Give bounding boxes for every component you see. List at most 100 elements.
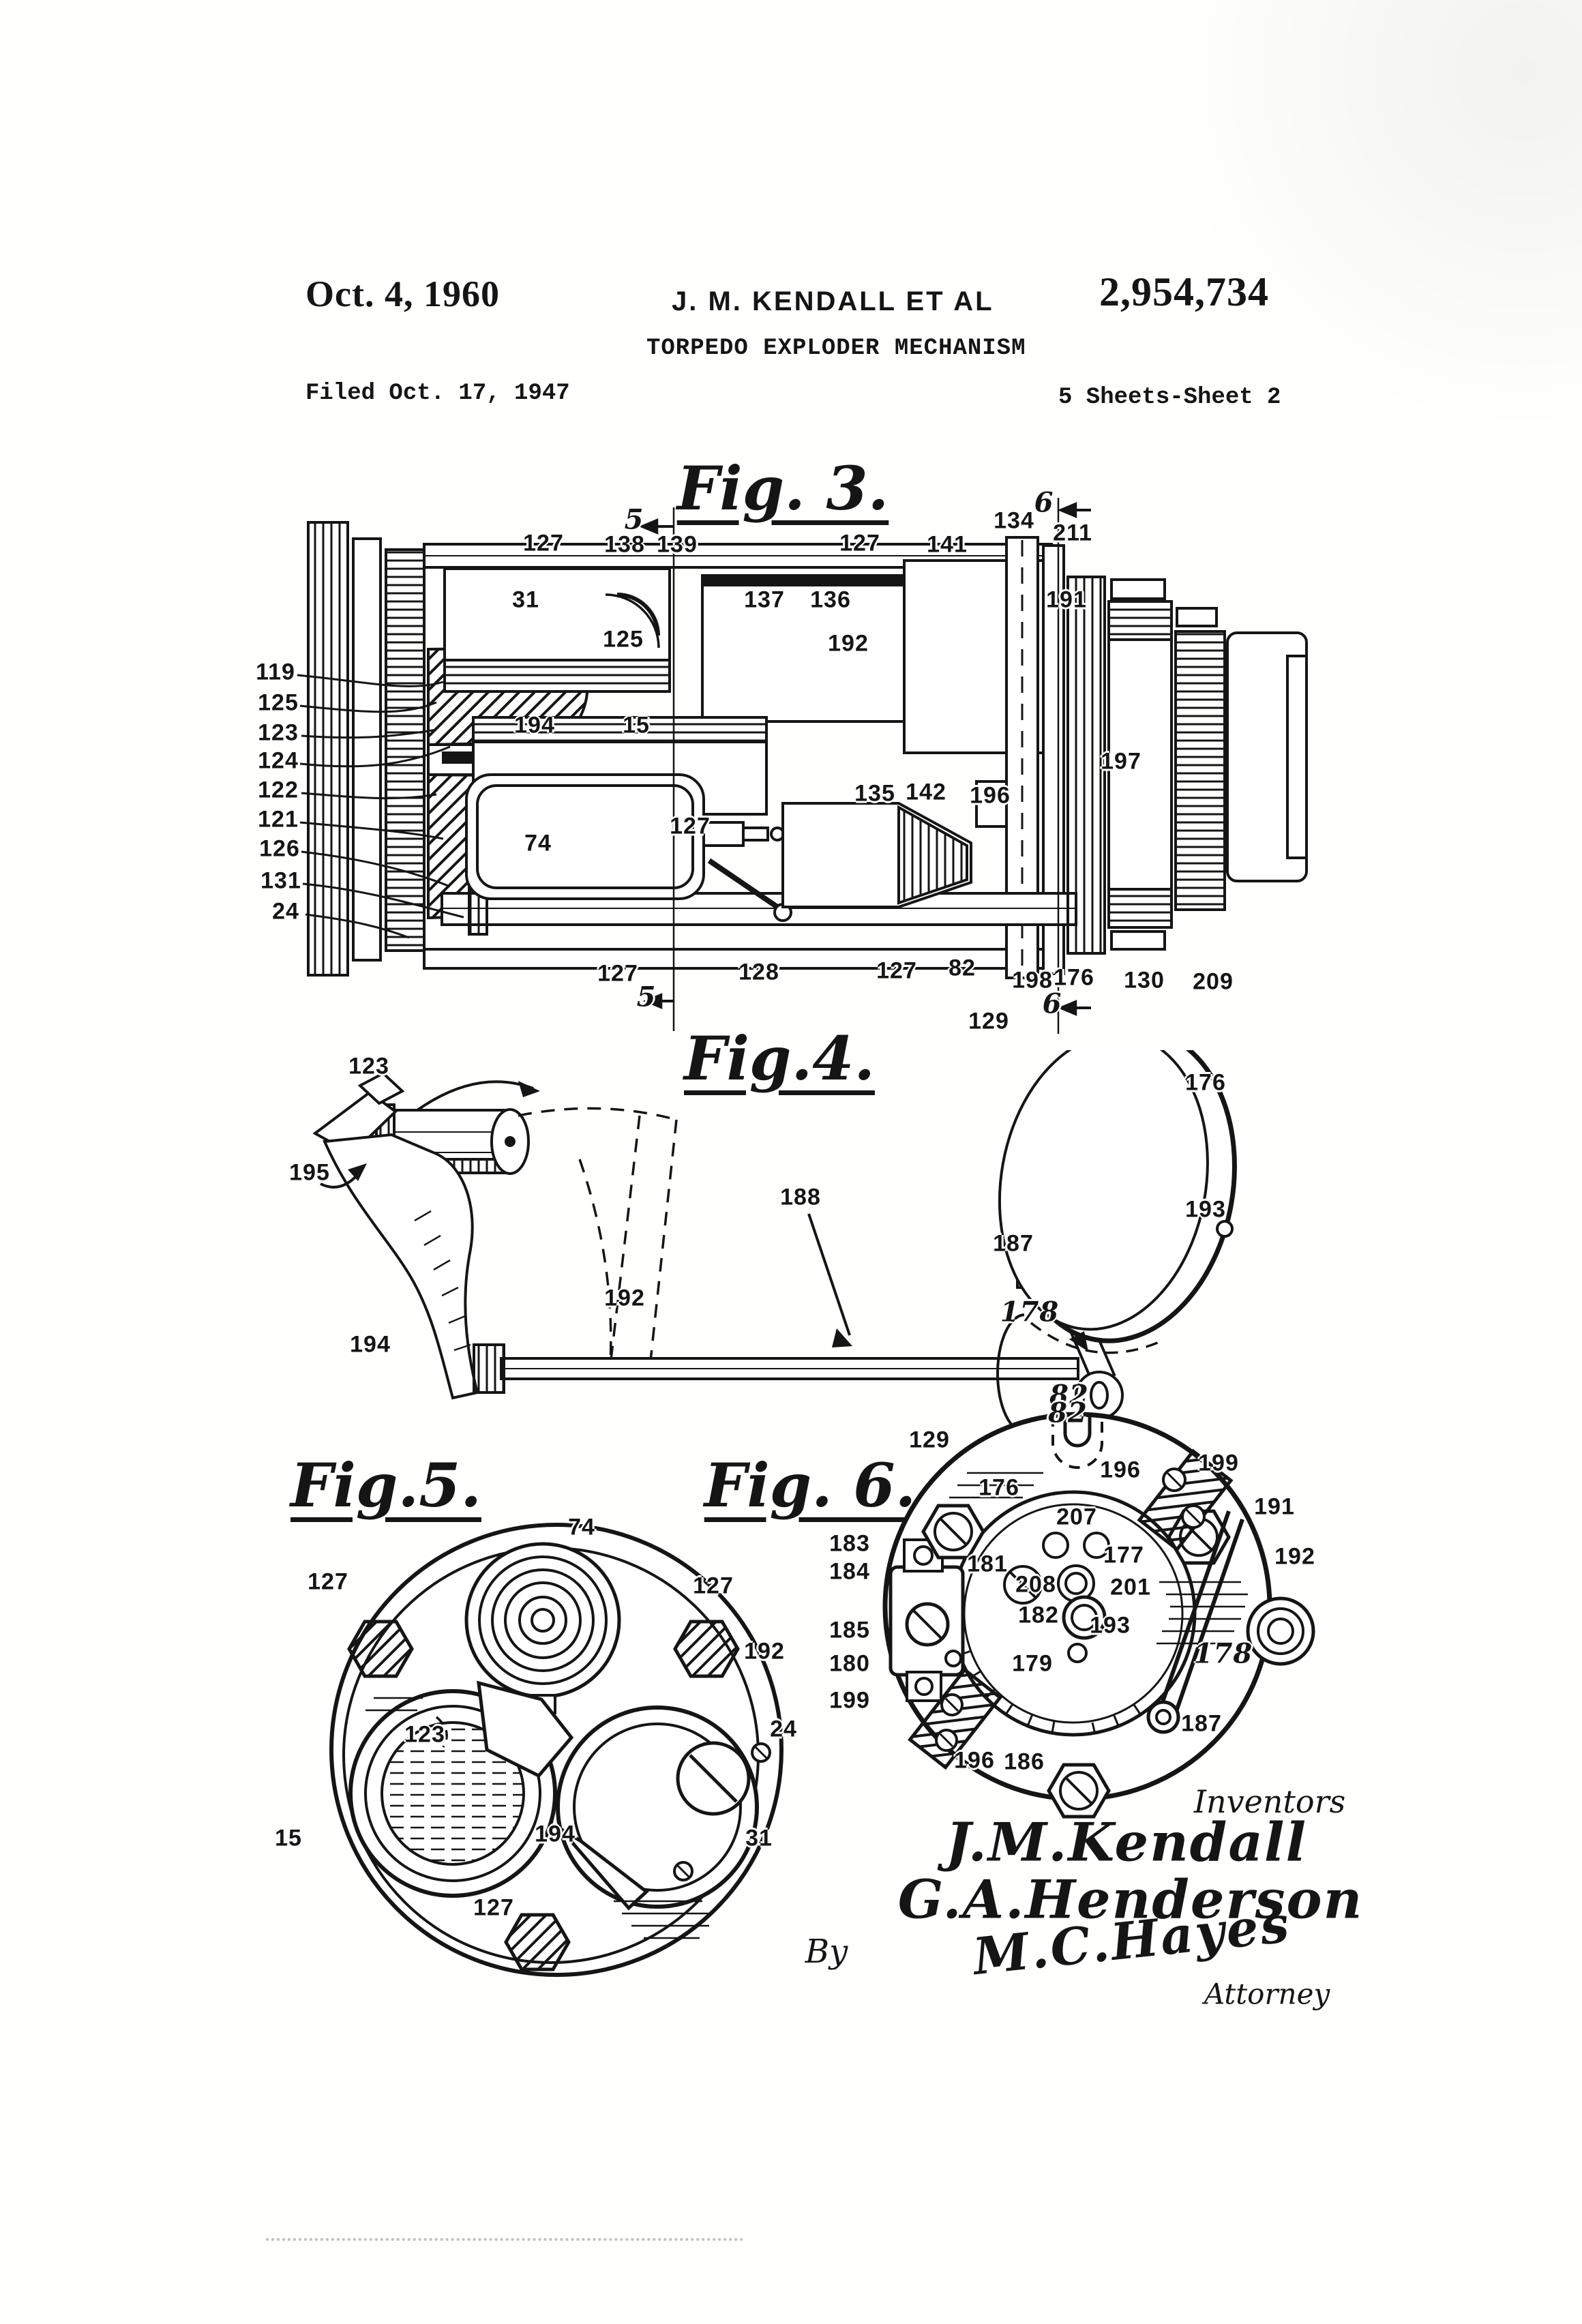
ref-numeral-208: 208 bbox=[1015, 1571, 1056, 1598]
figure-4-label: Fig.4. bbox=[684, 1023, 875, 1094]
ref-numeral-122: 122 bbox=[258, 777, 299, 803]
main-frame bbox=[423, 536, 1065, 979]
figure-3-drawing bbox=[297, 498, 1308, 1034]
ref-numeral-24: 24 bbox=[272, 898, 299, 925]
inventors-line: J. M. KENDALL ET AL bbox=[672, 286, 994, 316]
inertia-disc bbox=[464, 1542, 621, 1714]
invention-title: TORPEDO EXPLODER MECHANISM bbox=[646, 336, 1026, 361]
ref-numeral-199: 199 bbox=[1198, 1450, 1239, 1476]
ref-numeral-211: 211 bbox=[1053, 520, 1092, 546]
ref-numeral-127: 127 bbox=[876, 957, 917, 984]
ref-numeral-126: 126 bbox=[259, 835, 300, 862]
dial-ribs bbox=[953, 1627, 1142, 1735]
ref-numeral-6: 6 bbox=[1042, 987, 1062, 1020]
ref-numeral-128: 128 bbox=[738, 959, 779, 985]
ref-numeral-129: 129 bbox=[968, 1008, 1009, 1034]
ref-numeral-127: 127 bbox=[670, 813, 711, 839]
switch-bracket bbox=[889, 1538, 965, 1702]
leader-lines bbox=[297, 674, 464, 939]
ref-numeral-119: 119 bbox=[256, 659, 295, 685]
inventor-signature-1: J.M.Kendall bbox=[945, 1811, 1308, 1874]
ref-numeral-187: 187 bbox=[993, 1230, 1034, 1257]
ref-numeral-195: 195 bbox=[289, 1159, 330, 1186]
figure-5-drawing bbox=[329, 1523, 783, 1977]
ref-numeral-31: 31 bbox=[745, 1825, 773, 1851]
hex-nuts bbox=[347, 1620, 740, 1971]
right-gear-assembly bbox=[1066, 576, 1308, 955]
ref-numeral-176: 176 bbox=[979, 1474, 1019, 1501]
ref-numeral-136: 136 bbox=[810, 586, 851, 613]
ref-numeral-31: 31 bbox=[512, 586, 539, 613]
grommet bbox=[1246, 1596, 1315, 1666]
ref-numeral-192: 192 bbox=[828, 630, 869, 657]
ref-numeral-185: 185 bbox=[829, 1617, 870, 1643]
figure-5-label: Fig.5. bbox=[290, 1450, 481, 1521]
ref-numeral-178: 178 bbox=[1000, 1296, 1060, 1328]
ref-numeral-196: 196 bbox=[1100, 1457, 1141, 1483]
ref-numeral-184: 184 bbox=[829, 1558, 870, 1585]
shade-lines bbox=[949, 1472, 1248, 1645]
pointer-188 bbox=[807, 1213, 851, 1336]
shade-lines bbox=[365, 1697, 712, 1939]
mounting-bolts bbox=[921, 1504, 1231, 1819]
ring-notch bbox=[1216, 1220, 1234, 1238]
ref-numeral-187: 187 bbox=[1181, 1710, 1222, 1737]
ref-numeral-127: 127 bbox=[473, 1894, 514, 1921]
ref-numeral-125: 125 bbox=[603, 626, 644, 653]
ref-numeral-192: 192 bbox=[1274, 1543, 1315, 1570]
ref-numeral-201: 201 bbox=[1110, 1574, 1151, 1600]
attorney-label: Attorney bbox=[1204, 1977, 1330, 2011]
link-arm-overlay bbox=[1146, 1510, 1244, 1734]
ref-numeral-191: 191 bbox=[1046, 586, 1087, 613]
ref-numeral-181: 181 bbox=[967, 1551, 1008, 1577]
ref-numeral-5: 5 bbox=[636, 981, 657, 1013]
patent-number: 2,954,734 bbox=[1099, 269, 1269, 314]
ghost-position bbox=[518, 1107, 678, 1374]
ref-numeral-135: 135 bbox=[854, 780, 895, 807]
rotor-ring bbox=[998, 1050, 1237, 1343]
exploder-assembly bbox=[297, 521, 1308, 979]
ref-numeral-141: 141 bbox=[927, 531, 968, 558]
ref-numeral-74: 74 bbox=[524, 830, 552, 856]
ref-numeral-82: 82 bbox=[1049, 1379, 1089, 1412]
ref-numeral-192: 192 bbox=[744, 1638, 785, 1665]
ref-numeral-127: 127 bbox=[308, 1568, 348, 1595]
ref-numeral-207: 207 bbox=[1056, 1504, 1097, 1530]
ref-numeral-74: 74 bbox=[568, 1514, 595, 1540]
ref-numeral-192: 192 bbox=[604, 1285, 645, 1311]
ref-numeral-123: 123 bbox=[348, 1053, 389, 1079]
by-label: By bbox=[805, 1933, 848, 1971]
pallet-piece bbox=[477, 1680, 574, 1778]
pallet-lever-mechanism bbox=[312, 1050, 1237, 1441]
ref-numeral-123: 123 bbox=[404, 1721, 445, 1748]
ref-numeral-124: 124 bbox=[258, 747, 299, 774]
figure-6-drawing bbox=[882, 1412, 1315, 1819]
ref-numeral-198: 198 bbox=[1012, 967, 1053, 994]
inventor-signature-2: G.A.Henderson bbox=[897, 1868, 1364, 1931]
ref-numeral-137: 137 bbox=[744, 586, 785, 613]
top-notch-dashed bbox=[1051, 1416, 1103, 1469]
figure-4-drawing bbox=[312, 1050, 1237, 1441]
ref-numeral-6: 6 bbox=[1034, 486, 1054, 519]
ref-numeral-24: 24 bbox=[770, 1716, 797, 1742]
dial-plate bbox=[882, 1412, 1315, 1819]
ref-numeral-178: 178 bbox=[1193, 1637, 1253, 1670]
ref-numeral-127: 127 bbox=[839, 530, 880, 556]
filed-date: Filed Oct. 17, 1947 bbox=[305, 381, 570, 406]
gear-shaft-rod bbox=[500, 1357, 1079, 1380]
scan-noise bbox=[1200, 0, 1582, 477]
ref-numeral-134: 134 bbox=[994, 507, 1034, 534]
base-plate bbox=[329, 1523, 783, 1977]
ref-numeral-82: 82 bbox=[949, 955, 976, 981]
mid-components bbox=[465, 716, 1008, 922]
inventors-label: Inventors bbox=[1193, 1783, 1346, 1820]
ref-numeral-193: 193 bbox=[1185, 1196, 1226, 1223]
ref-numeral-179: 179 bbox=[1012, 1650, 1053, 1677]
ref-numeral-5: 5 bbox=[624, 503, 644, 536]
ref-numeral-194: 194 bbox=[350, 1331, 391, 1358]
ref-numeral-176: 176 bbox=[1185, 1069, 1226, 1096]
bottom-dotted-rule bbox=[266, 2238, 743, 2241]
sheet-count: 5 Sheets-Sheet 2 bbox=[1058, 385, 1281, 411]
ref-numeral-139: 139 bbox=[657, 531, 698, 558]
